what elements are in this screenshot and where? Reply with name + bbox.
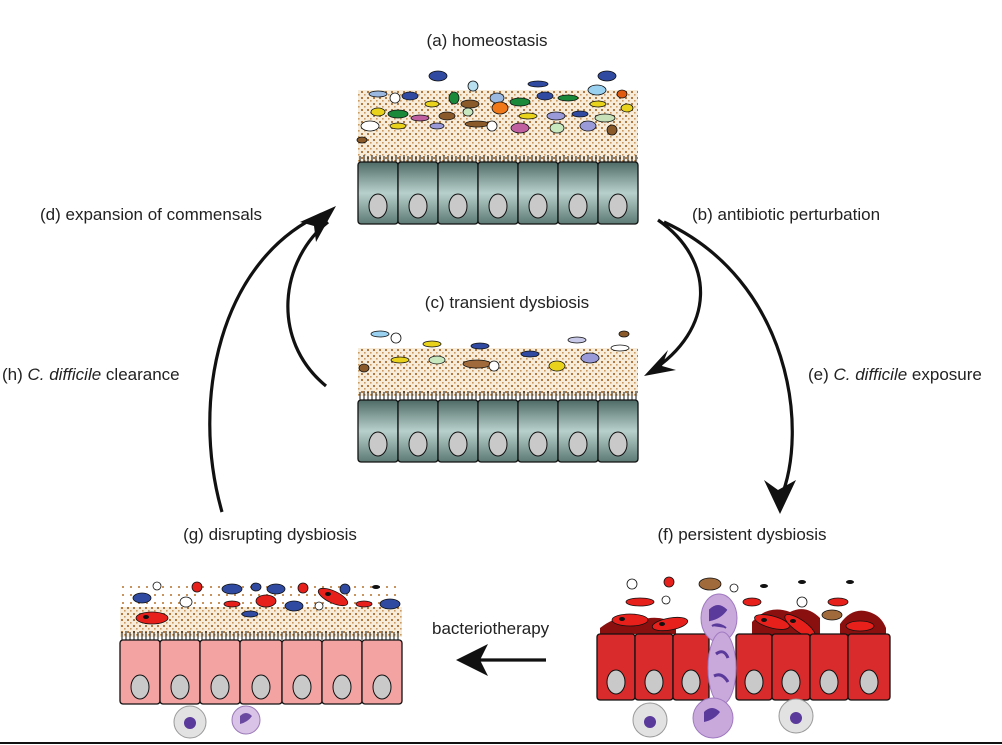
migrating-neutrophils [692,593,738,739]
panel-homeostasis [356,70,639,225]
label-homeostasis: (a) homeostasis [427,31,548,50]
arrowheads [300,206,796,676]
recovering-epithelial-cells [119,639,403,705]
microvilli [121,631,399,640]
arrowhead-f-to-g [456,644,488,676]
pathogens-and-spores [625,576,854,621]
inflamed-epithelial-cells [596,633,891,701]
epithelial-cells [357,161,639,225]
mucus-layer [120,607,402,637]
epithelial-cells [357,399,639,463]
label-cdiff-exposure: (e) C. difficile exposure [808,365,982,384]
panel-persistent-dysbiosis [596,576,891,739]
arrow-a-to-f [663,220,794,501]
arrowhead-a-to-c [644,350,676,376]
panel-transient-dysbiosis [357,330,639,463]
c-difficile-bacteria [611,613,875,638]
label-transient-dysbiosis: (c) transient dysbiosis [425,293,589,312]
arrow-g-to-a [208,212,323,513]
cycle-arrows [208,212,794,662]
label-disrupting-dysbiosis: (g) disrupting dysbiosis [183,525,357,544]
immune-cells [173,705,261,739]
arrowhead-a-to-f [764,480,796,514]
mixed-bacteria [132,581,401,625]
microvilli [359,155,637,162]
label-cdiff-clearance: (h) C. difficile clearance [2,365,180,384]
microvilli [359,391,637,400]
commensal-bacteria [356,70,634,144]
label-bacteriotherapy: bacteriotherapy [432,619,550,638]
label-persistent-dysbiosis: (f) persistent dysbiosis [657,525,826,544]
arrow-a-to-c [649,218,703,374]
arrow-c-to-a [286,220,329,388]
label-expansion-of-commensals: (d) expansion of commensals [40,205,262,224]
remaining-bacteria [358,330,630,373]
panel-disrupting-dysbiosis [119,581,403,739]
label-antibiotic-perturbation: (b) antibiotic perturbation [692,205,880,224]
arrowhead-to-a [300,206,336,242]
immune-cells [632,698,814,738]
